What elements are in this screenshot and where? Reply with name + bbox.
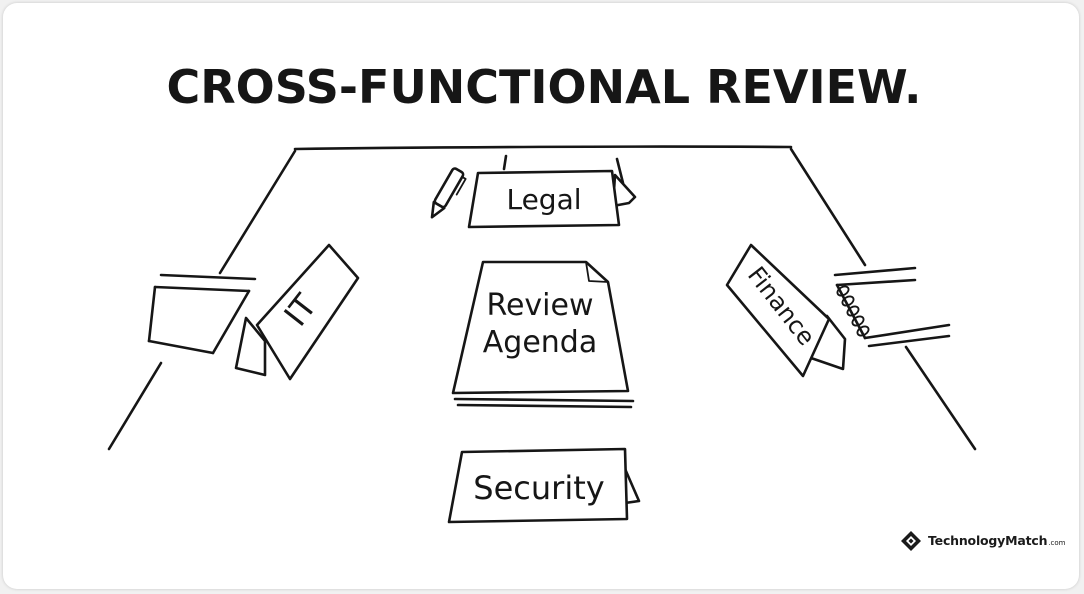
diamond-logo-icon (901, 531, 921, 551)
agenda-line-2: Agenda (483, 325, 597, 360)
agenda-line-1: Review (486, 288, 593, 323)
diagram-title: CROSS-FUNCTIONAL REVIEW. (166, 60, 921, 114)
seat-card-security: Security (447, 447, 641, 524)
agenda-document: Review Agenda (451, 260, 635, 409)
seat-label-security: Security (473, 469, 604, 507)
seat-label-legal: Legal (506, 183, 581, 216)
seat-card-legal: Legal (467, 154, 637, 229)
seat-card-finance: Finance (725, 243, 847, 378)
spiral-binding (836, 285, 870, 337)
brand-suffix: .com (1048, 539, 1066, 547)
right-notebook (833, 266, 951, 348)
brand-name: TechnologyMatch (928, 533, 1048, 548)
seat-card-it: IT (234, 243, 360, 381)
meeting-table-diagram: CROSS-FUNCTIONAL REVIEW. (107, 60, 977, 524)
left-notepad (147, 273, 257, 355)
conference-table (107, 145, 977, 451)
diagram-card: CROSS-FUNCTIONAL REVIEW. (3, 3, 1079, 589)
brand-logo: TechnologyMatch.com (900, 530, 1065, 552)
pen-icon (430, 167, 467, 219)
